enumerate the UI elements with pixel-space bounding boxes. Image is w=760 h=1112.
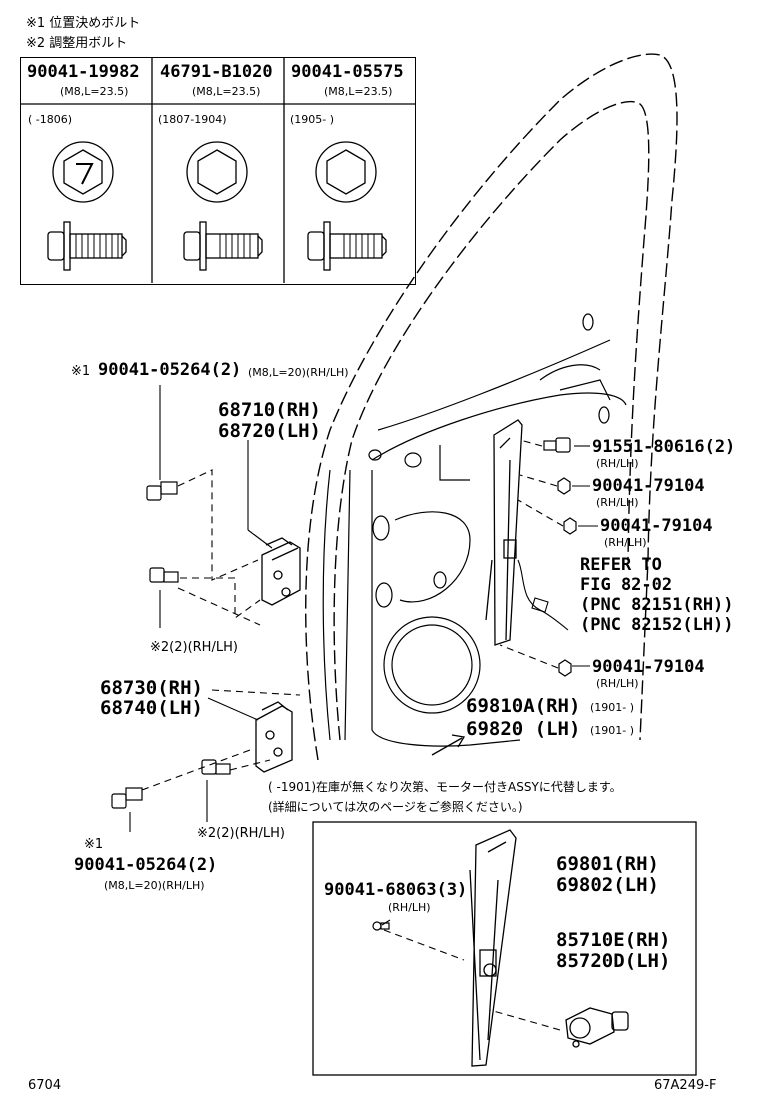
door-frame-outline <box>305 53 678 761</box>
table-col3-part: 90041-05575 <box>291 62 404 82</box>
label-refer-1: REFER TO <box>580 555 662 575</box>
label-nut-3-spec: (RH/LH) <box>596 677 639 690</box>
bolt-head-col1-icon <box>52 141 114 203</box>
label-refer-3: (PNC 82151(RH)) <box>580 595 734 615</box>
label-regulator-lh-range: (1901- ) <box>590 724 635 737</box>
bolt-head-col2-icon <box>186 141 248 203</box>
solid-leader-lines <box>129 385 598 926</box>
label-bolt-top-spec: (M8,L=20)(RH/LH) <box>248 366 349 379</box>
figure-code: 67A249-F <box>654 1078 717 1093</box>
regulator-connector <box>531 597 549 613</box>
label-adjust-bolt-upper: ※2(2)(RH/LH) <box>150 640 238 655</box>
label-nut-1-spec: (RH/LH) <box>596 496 639 509</box>
label-motor-rh: 85710E(RH) <box>556 929 671 951</box>
page-code: 6704 <box>28 1078 62 1093</box>
inset-motor-assy <box>565 1007 629 1048</box>
label-hinge-lower-rh: 68730(RH) <box>100 677 203 699</box>
label-hinge-upper-lh: 68720(LH) <box>218 420 321 442</box>
inset-regulator-assy <box>469 829 517 1067</box>
label-nut-2: 90041-79104 <box>600 516 713 536</box>
label-bolt-bottom-prefix: ※1 <box>84 837 104 852</box>
label-bolt-top-prefix: ※1 <box>71 364 91 379</box>
bolt-head-col3-icon <box>315 141 377 203</box>
table-col2-part: 46791-B1020 <box>160 62 273 82</box>
replacement-note-line2: (詳細については次のページをご参照ください。) <box>268 800 523 814</box>
label-bolt-bottom-part: 90041-05264(2) <box>74 855 218 875</box>
hinge-adjust-bolt-lower-icon <box>201 759 231 775</box>
table-col3-spec: (M8,L=23.5) <box>324 85 393 98</box>
table-col2-range: (1807-1904) <box>158 113 227 126</box>
label-regulator-rh: 69810A(RH) <box>466 695 581 717</box>
label-regulator-bolt-spec: (RH/LH) <box>596 457 639 470</box>
label-hinge-upper-rh: 68710(RH) <box>218 399 321 421</box>
table-col1-part: 90041-19982 <box>27 62 140 82</box>
regulator-wire <box>517 559 569 631</box>
label-inset-screw: 90041-68063(3) <box>324 880 468 900</box>
label-inset-regulator-rh: 69801(RH) <box>556 853 659 875</box>
bolt-side-col3-icon <box>307 221 387 271</box>
label-bolt-bottom-spec: (M8,L=20)(RH/LH) <box>104 879 205 892</box>
table-col1-range: ( -1806) <box>28 113 73 126</box>
table-col3-range: (1905- ) <box>290 113 335 126</box>
label-inset-screw-spec: (RH/LH) <box>388 901 431 914</box>
regulator-nut-icons <box>557 477 577 677</box>
bolt-side-col2-icon <box>183 221 263 271</box>
label-nut-1: 90041-79104 <box>592 476 705 496</box>
hinge-adjust-bolt-upper-icon <box>149 567 179 583</box>
label-hinge-lower-lh: 68740(LH) <box>100 697 203 719</box>
label-regulator-bolt: 91551-80616(2) <box>592 437 736 457</box>
window-regulator-rail <box>485 419 523 646</box>
label-bolt-top-part: 90041-05264(2) <box>98 360 242 380</box>
label-adjust-bolt-lower: ※2(2)(RH/LH) <box>197 826 285 841</box>
label-regulator-lh: 69820 (LH) <box>466 718 581 740</box>
label-regulator-rh-range: (1901- ) <box>590 701 635 714</box>
note-positioning-bolt: ※1 位置決めボルト <box>26 16 141 31</box>
inset-screw-icon <box>372 921 390 931</box>
door-speaker-opening <box>368 313 611 714</box>
label-refer-2: FIG 82-02 <box>580 575 673 595</box>
hinge-bolt-bottom-icon <box>111 787 143 809</box>
table-col1-spec: (M8,L=23.5) <box>60 85 129 98</box>
label-motor-lh: 85720D(LH) <box>556 950 671 972</box>
table-frame <box>20 57 416 285</box>
door-inner-panel <box>322 339 627 747</box>
lower-hinge-part <box>255 701 293 773</box>
hinge-bolt-top-icon <box>146 481 178 501</box>
note-adjusting-bolt: ※2 調整用ボルト <box>26 36 128 51</box>
reference-arrow-icon <box>431 734 466 756</box>
bolt-side-col1-icon <box>47 221 127 271</box>
label-nut-2-spec: (RH/LH) <box>604 536 647 549</box>
table-col2-spec: (M8,L=23.5) <box>192 85 261 98</box>
upper-hinge-part <box>261 537 301 606</box>
label-nut-3: 90041-79104 <box>592 657 705 677</box>
label-refer-4: (PNC 82152(LH)) <box>580 615 734 635</box>
replacement-note-line1: ( -1901)在庫が無くなり次第、モーター付きASSYに代替します。 <box>268 780 622 794</box>
dashed-leader-lines <box>141 439 564 1031</box>
regulator-bolt-icon <box>543 437 571 453</box>
label-inset-regulator-lh: 69802(LH) <box>556 874 659 896</box>
inset-frame <box>312 821 697 1076</box>
